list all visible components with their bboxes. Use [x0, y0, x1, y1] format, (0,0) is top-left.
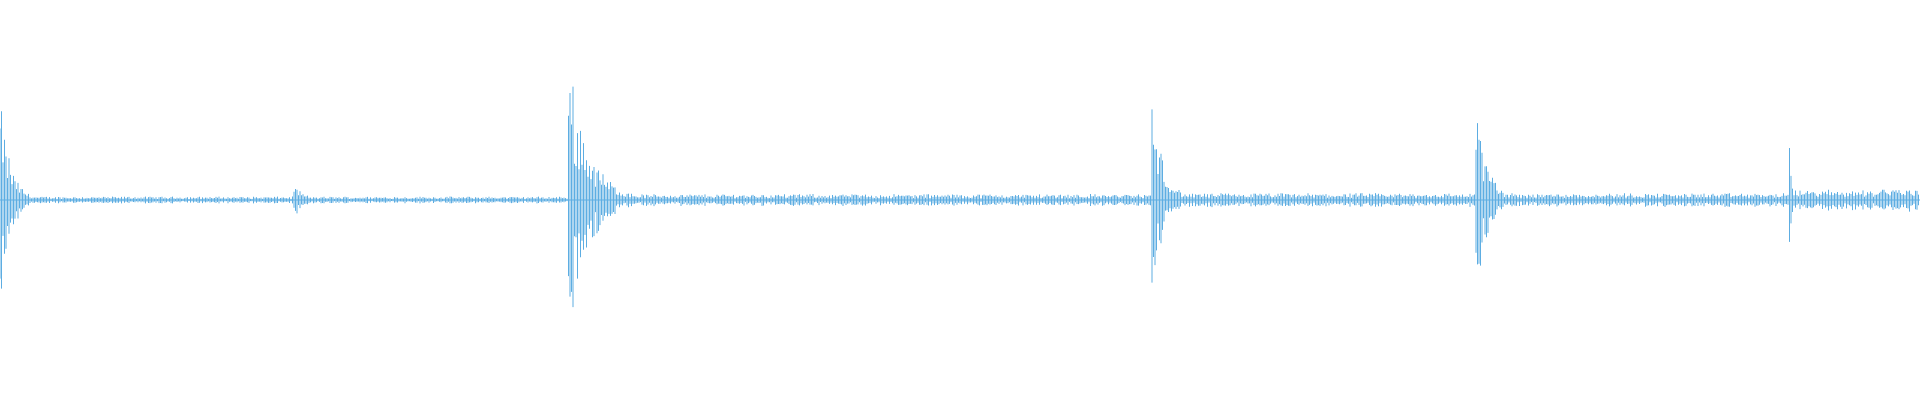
waveform-path [0, 86, 1919, 308]
waveform-bars [0, 86, 1920, 308]
